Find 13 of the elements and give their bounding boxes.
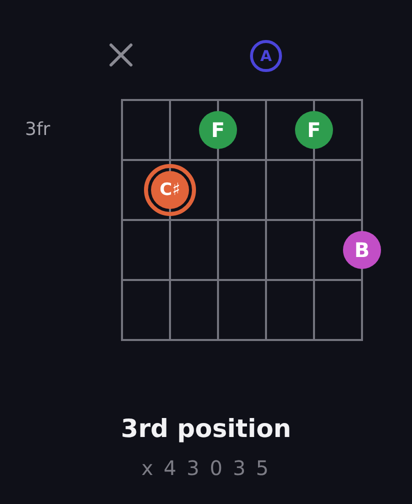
note-dot — [295, 111, 333, 149]
fret-number: 3fr — [25, 121, 50, 139]
note-name: F — [211, 120, 225, 140]
note-name: F — [307, 120, 321, 140]
note-name: B — [354, 240, 370, 260]
fingering-code: x 4 3 0 3 5 — [141, 458, 271, 478]
chord-title: 3rd position — [120, 414, 292, 443]
note-name: C♯ — [160, 182, 180, 198]
note-dot — [343, 231, 381, 269]
open-string-marker — [250, 40, 282, 72]
note-dot — [199, 111, 237, 149]
note-name: A — [260, 48, 272, 64]
root-note-dot — [144, 164, 196, 216]
